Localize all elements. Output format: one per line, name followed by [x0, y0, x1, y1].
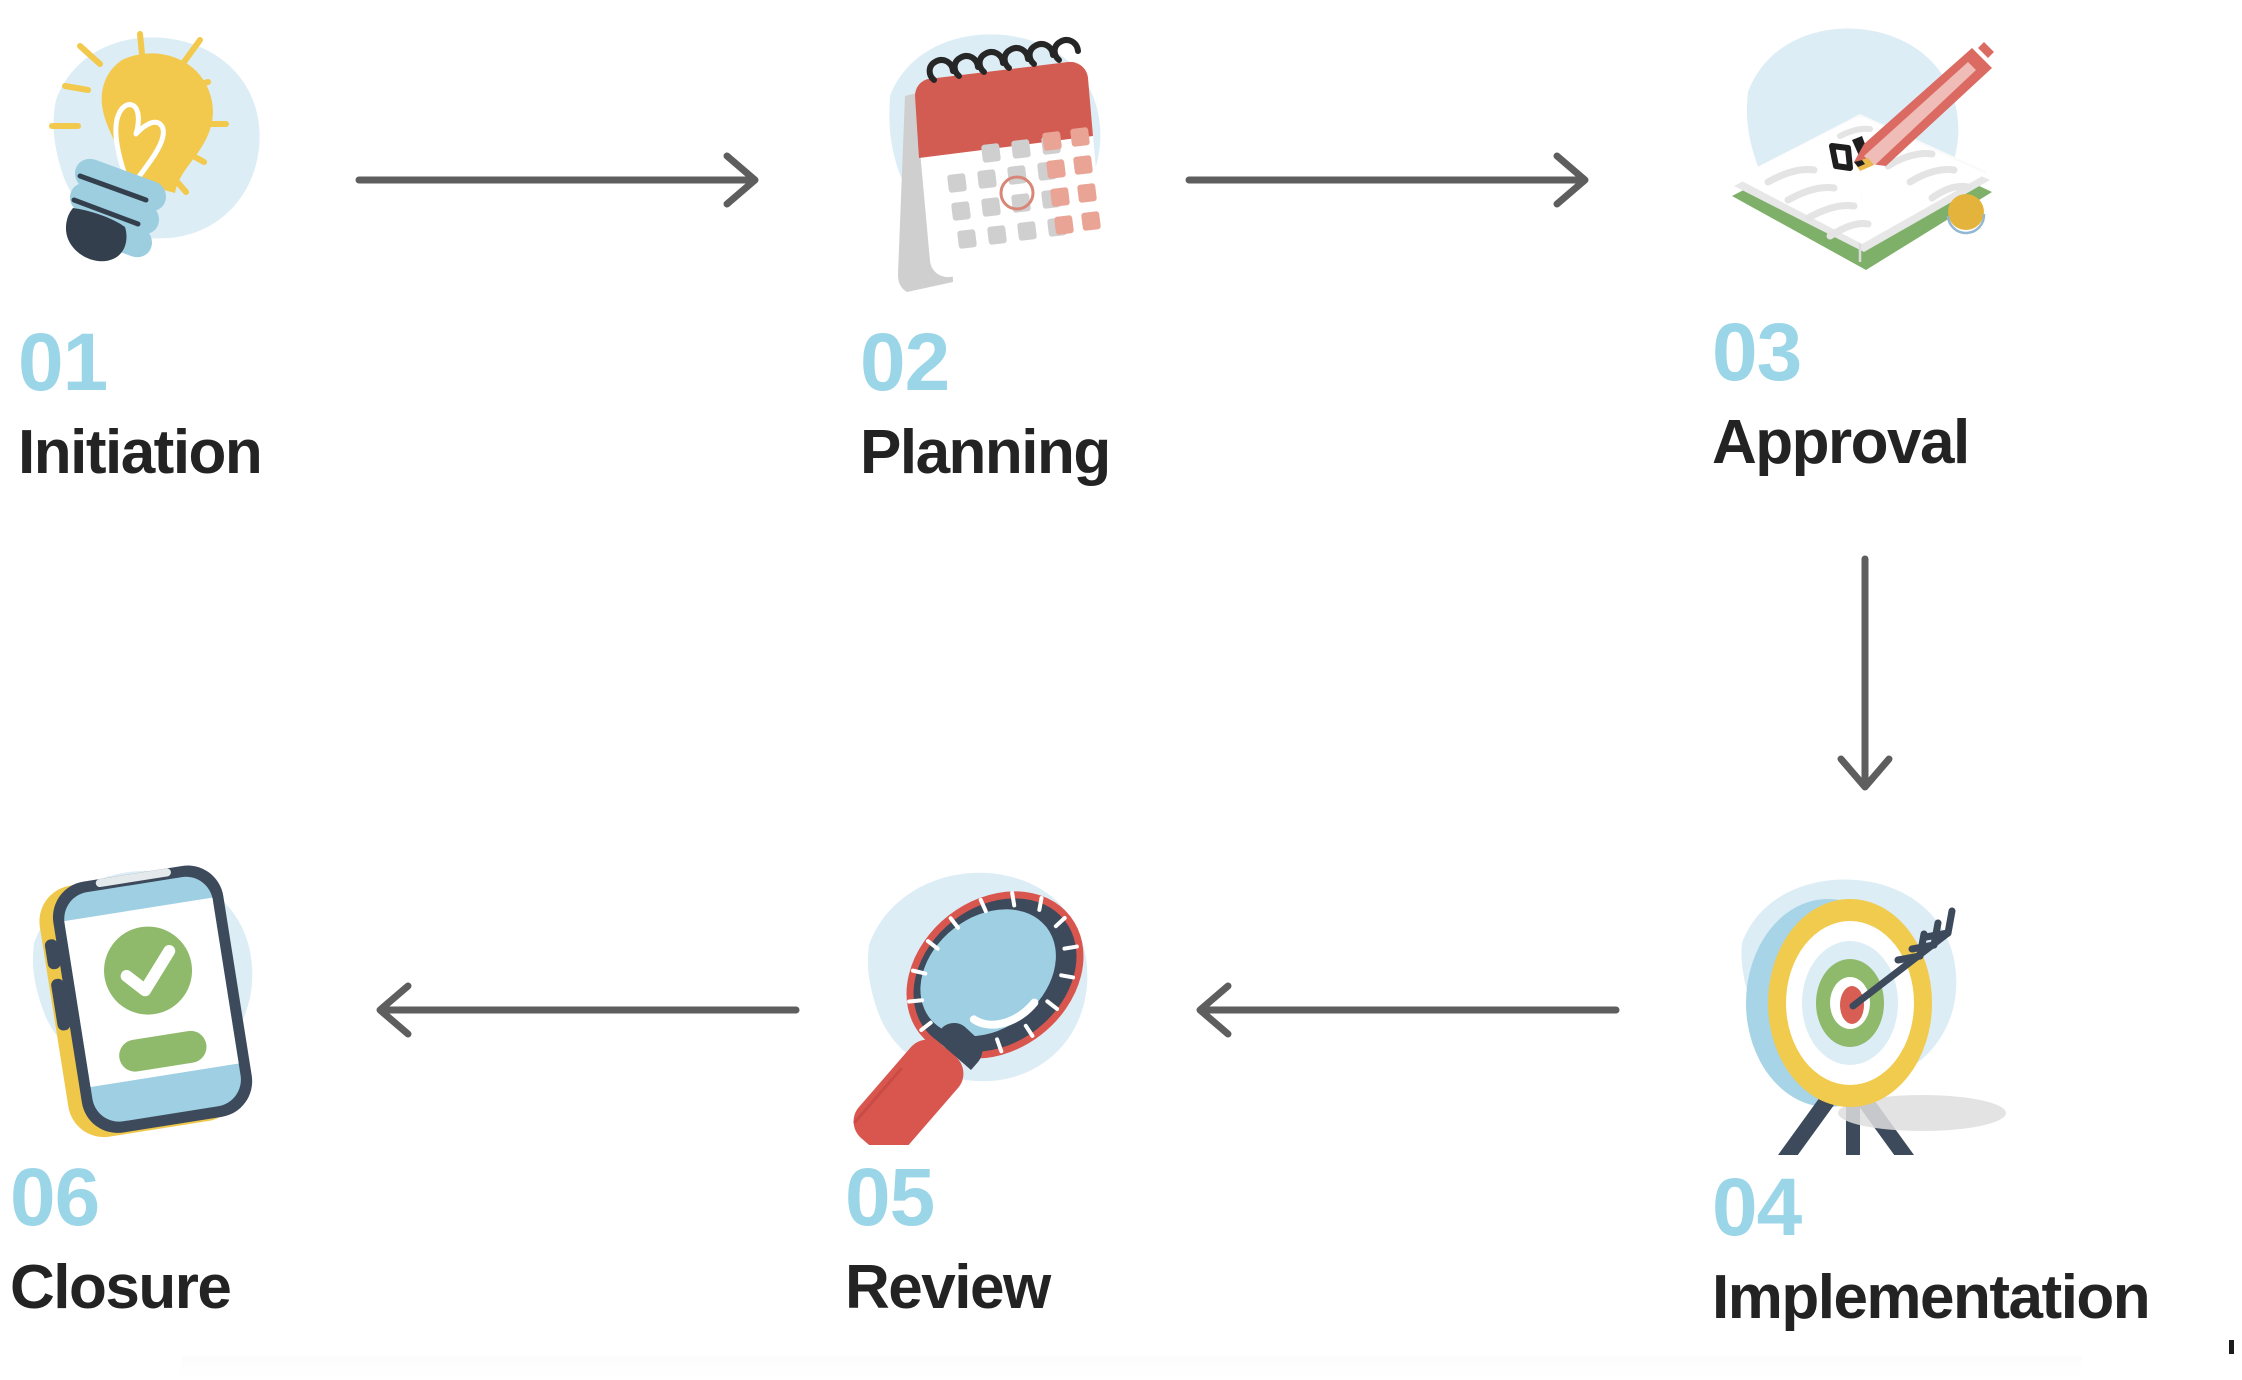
calendar-icon [860, 10, 1160, 310]
step-number: 04 [1712, 1162, 1802, 1253]
step-label: Implementation [1712, 1263, 2151, 1332]
page-bottom-shadow [177, 1356, 2083, 1380]
process-step-review[interactable]: 05 Review [845, 845, 1265, 1319]
step-number: 03 [1712, 307, 1802, 398]
arrow-initiation-to-planning [355, 150, 775, 215]
process-step-implementation[interactable]: 04 Implementation [1712, 855, 2151, 1332]
arrow-implementation-to-review [1180, 980, 1620, 1045]
target-arrow-icon [1712, 855, 2012, 1155]
arrow-review-to-closure [360, 980, 800, 1045]
process-step-initiation[interactable]: 01 Initiation [18, 10, 438, 484]
step-label: Review [845, 1253, 1051, 1322]
step-label: Closure [10, 1253, 232, 1322]
open-book-pencil-icon [1712, 0, 2012, 300]
step-number: 06 [10, 1152, 100, 1243]
step-number: 01 [18, 317, 108, 408]
step-number: 02 [860, 317, 950, 408]
corner-marker [2229, 1340, 2234, 1354]
process-step-planning[interactable]: 02 Planning [860, 10, 1280, 484]
process-step-approval[interactable]: 03 Approval [1712, 0, 2132, 474]
arrow-planning-to-approval [1185, 150, 1605, 215]
step-label: Initiation [18, 418, 263, 487]
smartphone-checkmark-icon [10, 845, 310, 1145]
step-label: Approval [1712, 408, 1970, 477]
lightbulb-icon [18, 10, 318, 310]
step-number: 05 [845, 1152, 935, 1243]
magnifying-glass-icon [845, 845, 1145, 1145]
arrow-approval-to-implementation [1830, 555, 1900, 810]
step-label: Planning [860, 418, 1111, 487]
process-step-closure[interactable]: 06 Closure [10, 845, 430, 1319]
